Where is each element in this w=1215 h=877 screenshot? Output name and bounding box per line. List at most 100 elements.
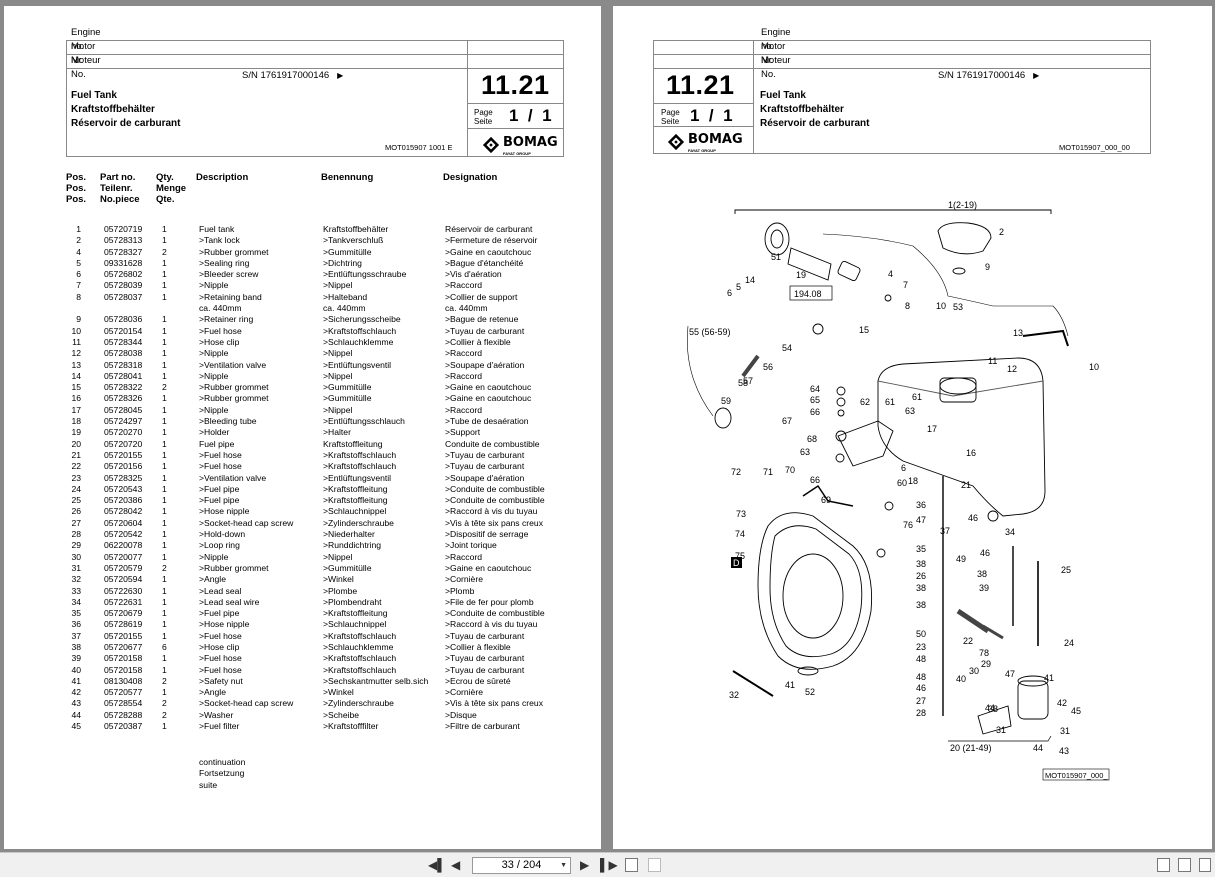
callout-number: 16 — [966, 448, 976, 458]
qty-cell: 1 — [162, 416, 167, 427]
benennung-cell: >Halteband — [323, 291, 368, 302]
benennung-cell: >Kraftstoffschlauch — [323, 325, 397, 336]
designation-cell: >Gaine en caoutchouc — [445, 382, 532, 393]
qty-cell: 1 — [162, 619, 167, 630]
part-no-cell: 05720158 — [104, 664, 143, 675]
facing-page-icon[interactable] — [1199, 858, 1211, 872]
part-no-cell: 05720386 — [104, 495, 143, 506]
callout-number: 8 — [905, 301, 910, 311]
single-page-icon[interactable] — [1157, 858, 1170, 872]
designation-cell: >Bague d'étanchéité — [445, 257, 524, 268]
callout-number: 58 — [738, 378, 748, 388]
part-no-cell: 05728288 — [104, 709, 143, 720]
benennung-cell: >Dichtring — [323, 257, 362, 268]
detail-marker: D — [733, 558, 740, 568]
pos-cell: 41 — [71, 675, 81, 686]
divider — [66, 40, 564, 41]
col-description: Description — [196, 172, 249, 183]
copy-page-icon[interactable] — [648, 858, 661, 872]
benennung-cell: >Nippel — [323, 370, 353, 381]
qty-cell: 2 — [162, 709, 167, 720]
part-no-cell: 05728038 — [104, 348, 143, 359]
callout-number: 45 — [1071, 706, 1081, 716]
callout-number: 15 — [613, 186, 623, 188]
callout-number: 25 — [1061, 565, 1071, 575]
title-de: Kraftstoffbehälter — [71, 104, 155, 115]
divider — [653, 54, 1151, 55]
callout-number: 44 — [1033, 743, 1043, 753]
diagram-page: Engine no. Motor Nr. Moteur No. S/N 1761… — [613, 6, 1212, 849]
qty-cell: 1 — [162, 540, 167, 551]
part-no-cell: 05728036 — [104, 314, 143, 325]
qty-cell: 1 — [162, 269, 167, 280]
skip-forward-icon[interactable]: ▌▶ — [600, 858, 618, 872]
designation-cell: >Collier à flexible — [445, 641, 511, 652]
divider — [1150, 40, 1151, 153]
callout-number: 5 — [736, 282, 741, 292]
qty-cell: 1 — [162, 596, 167, 607]
callout-number: 17 — [927, 424, 937, 434]
engine-no-label: Engine no. — [761, 27, 791, 52]
pos-cell: 43 — [71, 698, 81, 709]
callout-number: 10 — [1089, 362, 1099, 372]
description-cell: >Ventilation valve — [199, 359, 267, 370]
section-number: 11.21 — [481, 70, 550, 100]
skip-back-icon[interactable]: ◀▌ — [428, 858, 446, 872]
assembly-label: 20 (21-49) — [950, 743, 992, 753]
callout-number: 53 — [953, 302, 963, 312]
assembly-bracket — [734, 209, 1052, 214]
callout-number: 14 — [745, 275, 755, 285]
callout-number: 60 — [897, 478, 907, 488]
callout-number: 65 — [810, 395, 820, 405]
description-cell: >Fuel hose — [199, 325, 242, 336]
part-no-cell: 05720155 — [104, 630, 143, 641]
divider — [66, 156, 564, 157]
designation-cell: >Raccord à vis du tuyau — [445, 619, 538, 630]
pos-cell: 35 — [71, 608, 81, 619]
callout-number: 9 — [985, 262, 990, 272]
part-no-cell: 05728322 — [104, 382, 143, 393]
divider — [66, 54, 564, 55]
qty-cell: 1 — [162, 427, 167, 438]
part-no-cell: 05728318 — [104, 359, 143, 370]
pos-cell: 31 — [71, 562, 81, 573]
continuous-page-icon[interactable] — [1178, 858, 1191, 872]
qty-cell: 1 — [162, 630, 167, 641]
designation-cell: >Vis d'aération — [445, 269, 502, 280]
triangle-left-icon[interactable]: ◀ — [451, 858, 461, 872]
description-cell: >Hose clip — [199, 641, 240, 652]
callout-number: 39 — [979, 583, 989, 593]
pos-cell: 11 — [72, 336, 81, 347]
callout-number: 26 — [916, 571, 926, 581]
designation-cell: >Tuyau de carburant — [445, 449, 525, 460]
page-number-input[interactable]: 33 / 204 ▼ — [472, 857, 571, 874]
part-no-cell: 05720594 — [104, 574, 143, 585]
qty-cell: 1 — [162, 506, 167, 517]
description-cell: >Rubber grommet — [199, 382, 269, 393]
description-cell: >Angle — [199, 574, 226, 585]
two-page-view-icon[interactable] — [625, 858, 638, 872]
qty-cell: 1 — [162, 348, 167, 359]
qty-cell: 1 — [162, 495, 167, 506]
callout-number: 29 — [981, 659, 991, 669]
callout-number: 18 — [908, 476, 918, 486]
part-no-cell: 05720387 — [104, 721, 143, 732]
part-no-cell: 05720543 — [104, 483, 143, 494]
triangle-right-icon[interactable]: ▶ — [580, 858, 590, 872]
title-en: Fuel Tank — [760, 90, 806, 101]
pos-cell: 26 — [71, 506, 81, 517]
pos-cell: 42 — [71, 687, 81, 698]
qty-cell: 1 — [162, 461, 167, 472]
